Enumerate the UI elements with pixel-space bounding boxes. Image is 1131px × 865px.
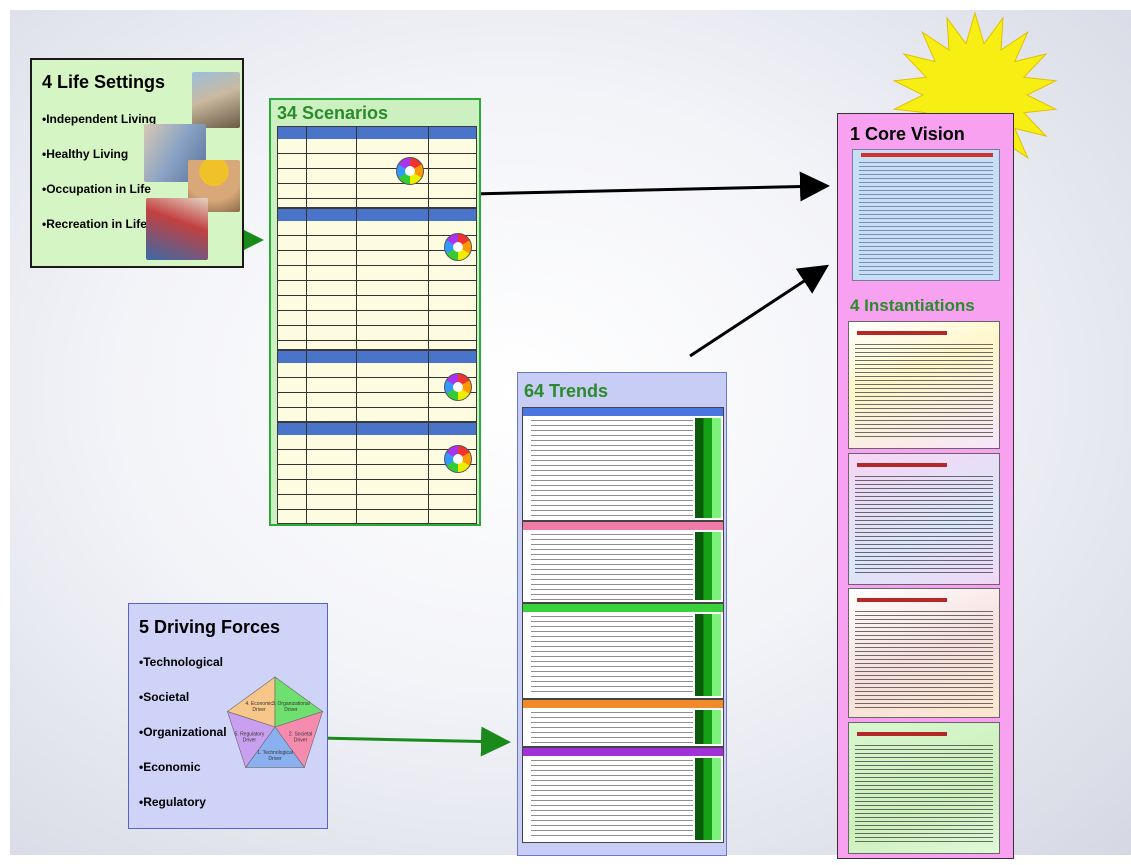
scenario-table-healthy-living	[277, 208, 477, 350]
driver-label: 1. Technological	[257, 750, 293, 756]
scenarios-title: 34 Scenarios	[277, 103, 389, 123]
driving-force-item: •Technological	[139, 655, 223, 669]
life-setting-item: •Independent Living	[42, 112, 157, 126]
trends-box: 64 Trends	[517, 372, 727, 856]
driver-label: 4. Economic	[245, 701, 273, 707]
driver-label: 2. Societal	[289, 731, 312, 737]
scenarios-box: 34 Scenarios	[269, 98, 481, 526]
life-settings-title: 4 Life Settings	[42, 72, 166, 92]
scenario-wheel-icon	[444, 233, 472, 261]
arrow-drivers-to-trends	[317, 726, 511, 757]
driver-label: Driver	[294, 737, 308, 743]
trends-table-technological	[522, 407, 724, 521]
life-setting-item: •Healthy Living	[42, 147, 129, 161]
driver-label: 5. Regulatory	[235, 731, 265, 737]
driving-force-item: •Regulatory	[139, 795, 206, 809]
arrows-layer	[234, 171, 970, 757]
driver-label: 3. Organizational	[272, 701, 310, 707]
driving-forces-title: 5 Driving Forces	[139, 617, 281, 637]
life-settings-box: 4 Life Settings •Independent Living •Hea…	[30, 58, 244, 268]
trends-table-societal	[522, 521, 724, 603]
driving-force-item: •Organizational	[139, 725, 227, 739]
scenario-wheel-icon	[444, 445, 472, 473]
instantiation-doc-occupation	[848, 588, 1000, 718]
driving-force-item: •Societal	[139, 690, 190, 704]
driver-label: Driver	[252, 707, 266, 713]
slide-canvas: 4 Life Settings •Independent Living •Hea…	[10, 10, 1131, 859]
core-vision-title: 1 Core Vision	[850, 124, 965, 144]
core-vision-document	[852, 149, 1000, 281]
driving-forces-box: 5 Driving Forces •Technological •Societa…	[128, 603, 328, 829]
photo-elderly-outdoors	[192, 72, 240, 128]
trends-table-organizational	[522, 603, 724, 699]
instantiation-doc-independent-living	[848, 321, 1000, 449]
driver-label: Driver	[243, 737, 257, 743]
life-setting-item: •Occupation in Life	[42, 182, 151, 196]
scenario-wheel-icon	[444, 373, 472, 401]
photo-recreation	[146, 198, 208, 260]
scenario-table-independent-living	[277, 126, 477, 208]
driver-wedge	[226, 711, 276, 769]
instantiation-doc-healthy-living	[848, 453, 1000, 585]
trends-table-regulatory	[522, 747, 724, 843]
driver-label: Driver	[284, 707, 298, 713]
core-vision-box: 1 Core Vision 4 Instantiations	[837, 113, 1014, 859]
life-setting-item: •Recreation in Life	[42, 217, 147, 231]
instantiation-doc-recreation	[848, 722, 1000, 854]
arrow-trends-to-core	[689, 264, 830, 358]
arrow-scenarios-to-core	[470, 171, 830, 202]
trends-title: 64 Trends	[524, 381, 609, 401]
driver-label: Driver	[268, 756, 282, 762]
scenario-table-occupation	[277, 350, 477, 422]
scenario-wheel-icon	[396, 157, 424, 185]
scenario-table-recreation	[277, 422, 477, 524]
trends-table-economic	[522, 699, 724, 747]
instantiations-title: 4 Instantiations	[850, 296, 975, 315]
driving-force-item: •Economic	[139, 760, 201, 774]
